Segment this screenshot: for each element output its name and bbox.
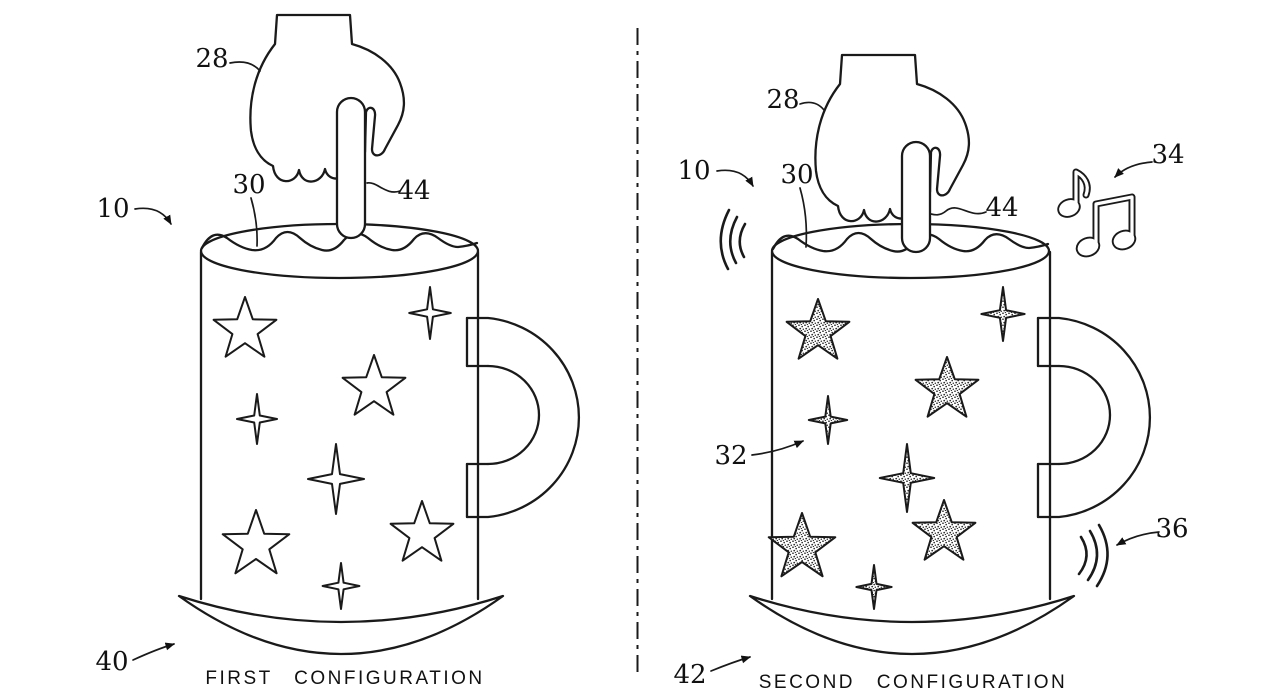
four-point-sparkle (236, 393, 278, 445)
five-point-star (911, 499, 977, 561)
arrow-34 (1114, 161, 1153, 178)
ref-label-44: 44 (985, 193, 1018, 223)
leader-line-30 (799, 187, 808, 248)
leader-line-30 (250, 197, 258, 247)
mug-handle (1036, 316, 1152, 519)
five-point-star (914, 356, 980, 418)
mug-handle (465, 316, 581, 519)
leader-line-28 (229, 61, 261, 72)
five-point-star (212, 296, 278, 358)
star-decorations (767, 286, 1026, 610)
four-point-sparkle (855, 564, 893, 610)
arrow-36 (1116, 531, 1160, 546)
hand-icon (249, 13, 406, 183)
mug-base (748, 594, 1076, 656)
vibration-waves-top-icon (719, 208, 747, 271)
second-configuration-figure: 10 28 30 44 34 32 36 42 SECOND CONFIGURA… (673, 53, 1189, 693)
four-point-sparkle (807, 395, 849, 445)
ref-label-42: 42 (673, 660, 706, 690)
arrow-32 (751, 440, 804, 456)
first-configuration-figure: 10 28 30 44 40 FIRST CONFIGURATION (95, 13, 581, 689)
music-notes-icon (1057, 168, 1137, 258)
caption-first-configuration: FIRST CONFIGURATION (205, 668, 484, 689)
four-point-sparkle (307, 443, 365, 515)
five-point-star (341, 354, 407, 416)
ref-label-10: 10 (677, 156, 710, 186)
five-point-star (785, 298, 851, 360)
ref-label-44: 44 (397, 176, 430, 206)
ref-label-28: 28 (195, 44, 228, 74)
hand-icon (814, 53, 971, 223)
ref-label-40: 40 (95, 647, 128, 677)
press-stick (335, 96, 367, 240)
five-point-star (767, 512, 837, 578)
ref-label-32: 32 (714, 441, 747, 471)
ref-label-30: 30 (780, 160, 813, 190)
vibration-waves-bottom-icon (1077, 523, 1109, 588)
five-point-star (221, 509, 291, 575)
ref-label-36: 36 (1155, 514, 1188, 544)
arrow-10 (134, 207, 172, 225)
ref-label-28: 28 (766, 85, 799, 115)
leader-line-28 (799, 101, 825, 111)
ref-label-10: 10 (96, 194, 129, 224)
arrow-42 (710, 655, 751, 672)
arrow-40 (132, 642, 175, 661)
four-point-sparkle (878, 443, 936, 513)
leader-line-44 (366, 182, 401, 193)
press-stick (900, 140, 932, 254)
five-point-star (389, 500, 455, 562)
caption-second-configuration: SECOND CONFIGURATION (759, 672, 1068, 693)
four-point-sparkle (321, 562, 361, 610)
ref-label-30: 30 (232, 170, 265, 200)
arrow-10 (716, 169, 754, 187)
leader-line-44 (930, 207, 987, 216)
four-point-sparkle (408, 286, 452, 340)
ref-label-34: 34 (1151, 140, 1184, 170)
star-decorations (212, 286, 455, 610)
four-point-sparkle (980, 286, 1026, 342)
